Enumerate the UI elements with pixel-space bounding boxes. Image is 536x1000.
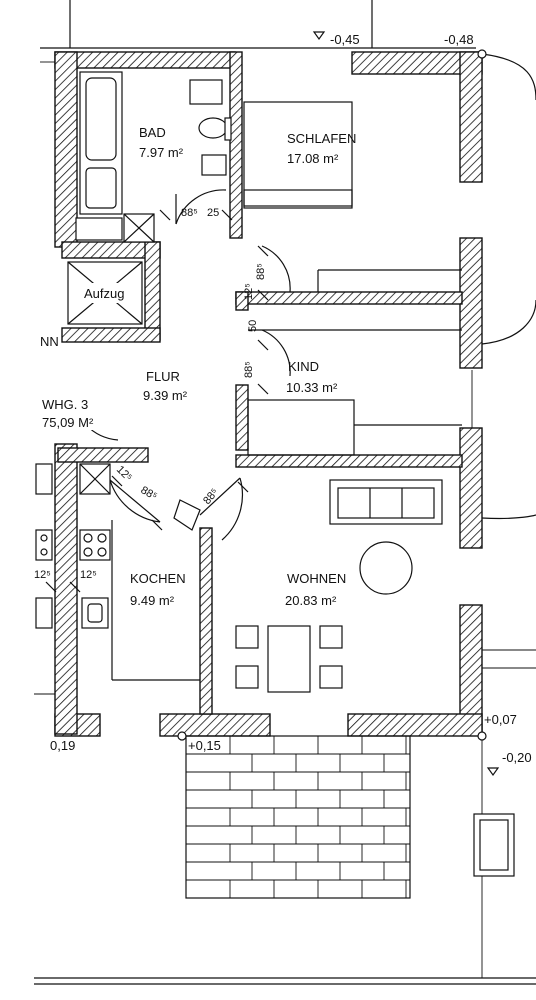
level-top-left: -0,45: [330, 32, 360, 47]
room-name-bad: BAD: [139, 125, 166, 140]
dim-schlafen-gap-b: 50: [247, 320, 259, 332]
dim-corner-b: 12⁵: [34, 569, 51, 581]
room-name-kind: KIND: [288, 359, 319, 374]
site-lines: [34, 0, 536, 985]
double-bed: [243, 101, 353, 209]
stair-label: NN: [40, 334, 59, 349]
room-area-kind: 10.33 m²: [286, 380, 338, 395]
toilet: [198, 117, 232, 141]
room-area-bad: 7.97 m²: [139, 145, 184, 160]
room-name-schlafen: SCHLAFEN: [287, 131, 356, 146]
neighbor-kitchen: [34, 463, 55, 695]
wardrobe-schlafen: [317, 269, 462, 292]
dim-schlafen-gap: 12⁵: [243, 283, 255, 300]
kind-furniture: [247, 329, 462, 456]
unit-name: WHG. 3: [42, 397, 88, 412]
level-bottom-mid: +0,15: [188, 738, 221, 753]
coffee-table: [359, 541, 413, 595]
room-area-flur: 9.39 m²: [143, 388, 188, 403]
unit-area: 75,09 M²: [42, 415, 94, 430]
dim-wohnen-door: 88⁵: [201, 486, 221, 507]
interior-walls: [57, 51, 463, 715]
terrace: [185, 735, 411, 899]
room-name-flur: FLUR: [146, 369, 180, 384]
dim-kochen-door: 88⁵: [139, 484, 160, 503]
kitchen-counter: [79, 463, 200, 681]
washbasin: [189, 79, 227, 176]
level-right-low: -0,20: [502, 750, 532, 765]
elevator-label: Aufzug: [84, 286, 124, 301]
bathtub: [79, 71, 123, 215]
room-area-wohnen: 20.83 m²: [285, 593, 337, 608]
room-area-kochen: 9.49 m²: [130, 593, 175, 608]
room-area-schlafen: 17.08 m²: [287, 151, 339, 166]
level-markers: -0,45 -0,48 +0,07 -0,20 +0,15 0,19: [50, 31, 532, 777]
dim-schlafen-door: 88⁵: [255, 263, 267, 280]
level-top-right: -0,48: [444, 32, 474, 47]
dim-bad-door-b: 25: [207, 207, 219, 219]
elevator: Aufzug: [67, 261, 143, 325]
sofa: [329, 479, 443, 525]
dim-bad-door: 88⁵: [181, 207, 198, 219]
shaft: [75, 213, 155, 243]
level-bottom-left: 0,19: [50, 738, 75, 753]
room-name-wohnen: WOHNEN: [287, 571, 346, 586]
level-right-mid: +0,07: [484, 712, 517, 727]
dining-set: [235, 625, 343, 693]
dim-corner-c: 12⁵: [80, 569, 97, 581]
dimension-ticks: [45, 209, 269, 593]
room-name-kochen: KOCHEN: [130, 571, 186, 586]
exterior-walls: [54, 51, 483, 737]
dim-kind-door: 88⁵: [243, 361, 255, 378]
side-window: [473, 813, 515, 877]
